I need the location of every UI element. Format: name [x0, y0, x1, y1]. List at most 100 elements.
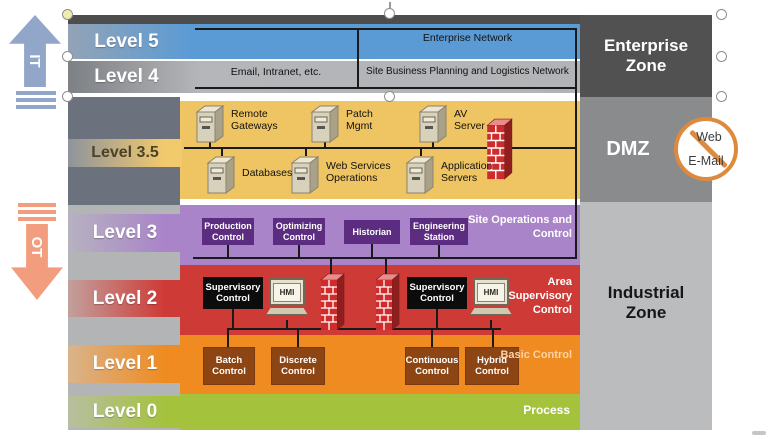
- box-optimizing-control: Optimizing Control: [273, 218, 325, 245]
- dmz-yellow-box: [180, 101, 580, 199]
- level-1-stripe: [68, 345, 182, 383]
- industrial-zone-label: Industrial Zone: [607, 282, 685, 322]
- selection-handle[interactable]: [384, 8, 395, 19]
- level-label-3-5: Level 3.5: [91, 144, 159, 161]
- box-historian: Historian: [344, 220, 400, 244]
- connector-line: [209, 140, 211, 148]
- connector-line: [232, 309, 234, 328]
- enterprise-zone-box: [580, 15, 712, 97]
- note-basic-control: Basic Control: [500, 349, 572, 361]
- box-continuous-control: Continuous Control: [405, 347, 459, 385]
- connector-line: [286, 320, 288, 328]
- level3-bus-line: [193, 257, 577, 259]
- ot-arrow-label: OT: [28, 236, 46, 258]
- network-bus-line: [195, 87, 577, 89]
- note-site-operations: Site Operations and Control: [468, 214, 572, 240]
- connector-line: [298, 245, 300, 257]
- network-bus-line: [195, 28, 577, 30]
- network-divider-line: [357, 28, 359, 89]
- box-discrete-control: Discrete Control: [271, 347, 325, 385]
- selection-handle[interactable]: [384, 91, 395, 102]
- box-batch-control: Batch Control: [203, 347, 255, 385]
- enterprise-zone-label: Enterprise Zone: [603, 35, 689, 75]
- hmi-screen-label: HMI: [477, 282, 505, 302]
- firewall-icon: [320, 273, 345, 330]
- it-arrow-dash: [16, 105, 56, 109]
- level-0-stripe: [68, 396, 182, 428]
- level-3-5-stripe: [68, 139, 182, 167]
- industrial-zone-box: [580, 202, 712, 430]
- selection-handle[interactable]: [62, 51, 73, 62]
- blocked-web-label: Web: [696, 130, 722, 144]
- it-arrow-dash: [16, 91, 56, 95]
- server-icon: [405, 156, 435, 194]
- top-border-bar: [68, 15, 580, 24]
- firewall-icon: [375, 273, 400, 330]
- note-area-supervisory: Area Supervisory Control: [508, 276, 572, 316]
- it-arrow-label: IT: [26, 54, 44, 68]
- site-business-network-label: Site Business Planning and Logistics Net…: [366, 66, 569, 77]
- note-process: Process: [523, 403, 570, 417]
- server-icon: [310, 105, 340, 143]
- blocked-web-email-badge: Web E-Mail: [674, 117, 738, 181]
- supervisory-control-box: Supervisory Control: [203, 277, 263, 309]
- connector-line: [227, 330, 229, 348]
- level-label-4: Level 4: [94, 66, 159, 87]
- selection-handle[interactable]: [716, 51, 727, 62]
- level-0-row: [180, 394, 580, 430]
- server-label: Web Services Operations: [326, 160, 391, 185]
- connector-line: [490, 320, 492, 328]
- enterprise-network-label: Enterprise Network: [422, 32, 513, 44]
- connector-line: [420, 148, 422, 156]
- dmz-bus-line: [184, 147, 576, 149]
- box-hybrid-control: Hybrid Control: [465, 347, 519, 385]
- supervisory-control-box: Supervisory Control: [407, 277, 467, 309]
- server-label: Patch Mgmt: [346, 108, 373, 133]
- level2-bus-line: [227, 328, 501, 330]
- it-arrow-dash: [16, 98, 56, 102]
- server-label: Databases: [242, 167, 293, 179]
- connector-line: [432, 140, 434, 148]
- selection-handle[interactable]: [716, 9, 727, 20]
- level-label-1: Level 1: [92, 353, 158, 374]
- connector-line: [324, 140, 326, 148]
- connector-line: [221, 148, 223, 156]
- hmi-monitor: HMI: [473, 278, 509, 306]
- server-label: AV Server: [454, 108, 485, 133]
- level-label-2: Level 2: [92, 287, 158, 309]
- hmi-computer-icon: HMI: [264, 278, 310, 315]
- connector-line: [431, 330, 433, 348]
- server-icon: [290, 156, 320, 194]
- ot-arrow-dash: [18, 203, 56, 207]
- level-label-5: Level 5: [94, 30, 159, 52]
- corner-artifact: [752, 431, 766, 435]
- connector-line: [436, 309, 438, 328]
- blocked-email-label: E-Mail: [688, 154, 724, 168]
- server-icon: [418, 105, 448, 143]
- firewall-icon: [486, 118, 513, 180]
- selection-handle[interactable]: [716, 91, 727, 102]
- connector-line: [492, 330, 494, 348]
- connector-line: [227, 245, 229, 257]
- trunk-line: [575, 28, 577, 259]
- hmi-monitor: HMI: [269, 278, 305, 306]
- ot-arrow-dash: [18, 217, 56, 221]
- dmz-zone-label: DMZ: [606, 138, 650, 160]
- hmi-keyboard: [266, 307, 308, 315]
- selection-handle[interactable]: [62, 91, 73, 102]
- level-label-0: Level 0: [92, 401, 158, 422]
- box-engineering-station: Engineering Station: [410, 218, 468, 245]
- server-icon: [195, 105, 225, 143]
- selection-handle[interactable]: [62, 9, 73, 20]
- ot-arrow-dash: [18, 210, 56, 214]
- connector-line: [438, 245, 440, 257]
- email-intranet-label: Email, Intranet, etc.: [230, 66, 322, 78]
- server-label: Application Servers: [441, 160, 493, 185]
- level-2-stripe: [68, 280, 182, 317]
- level-3-stripe: [68, 214, 182, 252]
- hmi-screen-label: HMI: [273, 282, 301, 302]
- hmi-computer-icon: HMI: [468, 278, 514, 315]
- box-production-control: Production Control: [202, 218, 254, 245]
- server-label: Remote Gateways: [231, 108, 278, 133]
